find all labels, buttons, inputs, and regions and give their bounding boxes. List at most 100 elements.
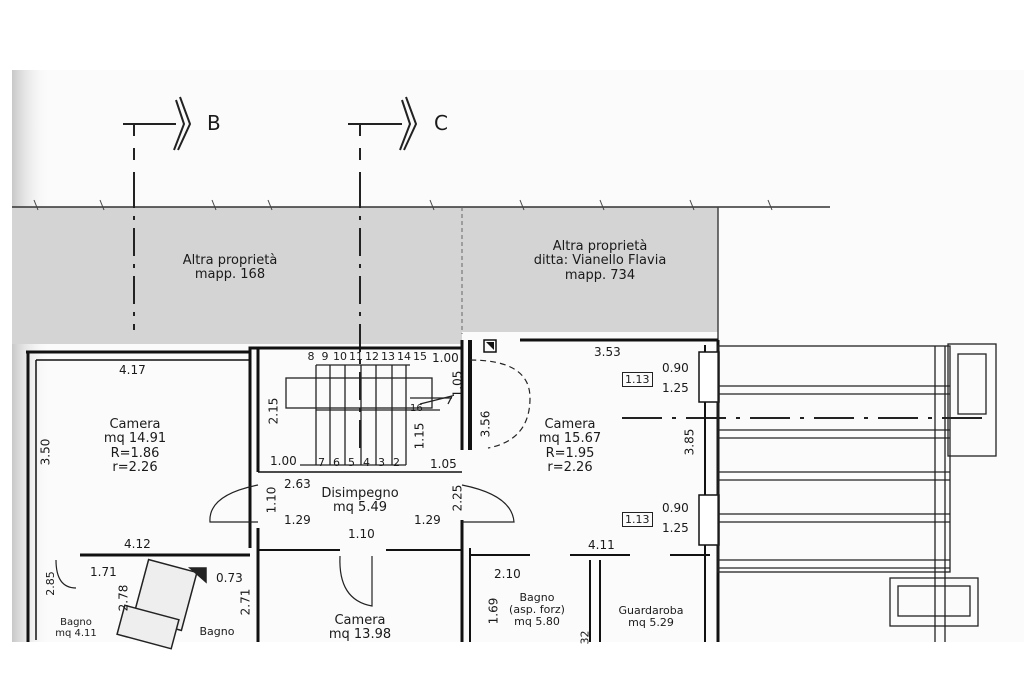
bath-fixtures <box>116 558 207 650</box>
property-168-mapp: mapp. 168 <box>194 267 266 283</box>
dim-1-71: 1.71 <box>90 565 117 579</box>
dim-0-73: 0.73 <box>216 571 243 585</box>
room-bagno-mid: Bagno <box>195 625 239 638</box>
dim-0-90-a: 0.90 <box>662 361 689 375</box>
column-marker <box>483 339 497 353</box>
step-number: 3 <box>378 456 385 469</box>
room-area: mq 14.91 <box>103 431 167 447</box>
room-name: Bagno <box>60 617 92 628</box>
sheet-background <box>12 70 1024 642</box>
dim-4-11: 4.11 <box>588 538 615 552</box>
dim-2-85: 2.85 <box>43 571 57 596</box>
room-bagno-left: Bagno mq 4.11 <box>40 617 112 639</box>
dim-1-10-b: 1.10 <box>348 527 375 541</box>
room-sub: (asp. forz) <box>509 603 565 617</box>
dim-1-05-b: 1.05 <box>430 457 457 471</box>
property-734-mapp: mapp. 734 <box>564 267 636 283</box>
dim-1-05-a: 1.05 <box>450 370 465 398</box>
room-area: mq 15.67 <box>538 431 602 447</box>
dim-0-90-b: 0.90 <box>662 501 689 515</box>
room-camera-left: Camera mq 14.91 R=1.86 r=2.26 <box>85 417 185 475</box>
dim-1-15: 1.15 <box>412 422 427 450</box>
room-name: Camera <box>109 417 161 432</box>
dim-1-29-b: 1.29 <box>414 513 441 527</box>
property-168-label: Altra proprietà mapp. 168 <box>160 253 300 283</box>
room-name: Bagno <box>199 625 235 638</box>
room-r: r=2.26 <box>547 459 593 475</box>
dim-1-00-a: 1.00 <box>432 351 459 365</box>
dim-4-17: 4.17 <box>119 363 146 377</box>
step-number: 9 <box>321 350 329 363</box>
room-area: mq 5.49 <box>333 500 387 516</box>
room-bagno-asp: Bagno (asp. forz) mq 5.80 <box>497 591 577 629</box>
dim-2-10: 2.10 <box>494 567 521 581</box>
step-number: 11 <box>349 350 363 363</box>
room-r: r=2.26 <box>112 459 158 475</box>
property-168-area <box>12 207 462 344</box>
step-number: 14 <box>397 350 411 363</box>
dim-3-50: 3.50 <box>38 438 53 466</box>
room-R: R=1.86 <box>110 445 160 461</box>
room-area: mq 5.80 <box>514 615 560 629</box>
room-name: Camera <box>334 613 386 628</box>
property-734-owner: ditta: Vianello Flavia <box>533 253 667 269</box>
dim-3-53: 3.53 <box>594 345 621 359</box>
stair-landing-step: 16 <box>410 403 423 414</box>
room-camera-bottom: Camera mq 13.98 <box>310 613 410 643</box>
dim-1-13-a: 1.13 <box>622 372 653 387</box>
room-disimpegno: Disimpegno mq 5.49 <box>310 486 410 516</box>
room-name: Disimpegno <box>321 486 399 501</box>
room-name: Bagno <box>519 591 555 604</box>
dim-3-56: 3.56 <box>478 410 493 438</box>
step-number: 6 <box>333 456 340 469</box>
room-area: mq 4.11 <box>55 628 97 639</box>
terrace <box>717 343 997 642</box>
section-marker-c <box>348 96 418 180</box>
step-number: 8 <box>307 350 315 363</box>
dim-3-85: 3.85 <box>682 428 697 456</box>
step-number: 15 <box>413 350 427 363</box>
room-R: R=1.95 <box>545 445 595 461</box>
room-name: Guardaroba <box>618 604 684 617</box>
room-camera-right: Camera mq 15.67 R=1.95 r=2.26 <box>520 417 620 475</box>
dim-1-25-b: 1.25 <box>662 521 689 535</box>
property-734-area <box>462 207 718 332</box>
dim-2-15: 2.15 <box>266 397 281 425</box>
dim-2-63: 2.63 <box>284 477 311 491</box>
step-number: 13 <box>381 350 395 363</box>
property-734-title: Altra proprietà <box>552 239 648 254</box>
section-marker-b <box>123 96 192 180</box>
boundary-ticks <box>33 199 773 211</box>
step-number: 12 <box>365 350 379 363</box>
dim-32: 32 <box>578 630 592 645</box>
dim-1-10-a: 1.10 <box>264 486 279 514</box>
dim-2-25: 2.25 <box>450 484 465 512</box>
dim-1-25-a: 1.25 <box>662 381 689 395</box>
room-name: Camera <box>544 417 596 432</box>
step-number: 4 <box>363 456 370 469</box>
scan-shadow <box>12 70 52 642</box>
room-area: mq 13.98 <box>328 627 392 643</box>
section-label-b: B <box>207 111 221 135</box>
column-marker-fill <box>486 342 494 350</box>
dim-1-69: 1.69 <box>486 597 501 625</box>
windows-right <box>698 351 720 546</box>
dim-1-29-a: 1.29 <box>284 513 311 527</box>
step-number: 7 <box>318 456 325 469</box>
property-734-label: Altra proprietà ditta: Vianello Flavia m… <box>505 239 695 283</box>
property-168-title: Altra proprietà <box>182 253 278 268</box>
step-number: 5 <box>348 456 355 469</box>
dim-2-78: 2.78 <box>116 584 131 612</box>
dim-1-13-b: 1.13 <box>622 512 653 527</box>
step-number: 2 <box>393 456 400 469</box>
room-guardaroba: Guardaroba mq 5.29 <box>606 604 696 629</box>
walls <box>26 338 720 642</box>
doors <box>55 359 531 607</box>
dim-2-71: 2.71 <box>238 588 253 616</box>
step-number: 10 <box>333 350 347 363</box>
section-label-c: C <box>434 111 448 135</box>
dim-1-00-b: 1.00 <box>270 454 297 468</box>
stair-steps-top: 8 9 10 11 12 13 14 15 <box>304 351 428 362</box>
stair-steps-bottom: 7 6 5 4 3 2 <box>314 457 404 468</box>
